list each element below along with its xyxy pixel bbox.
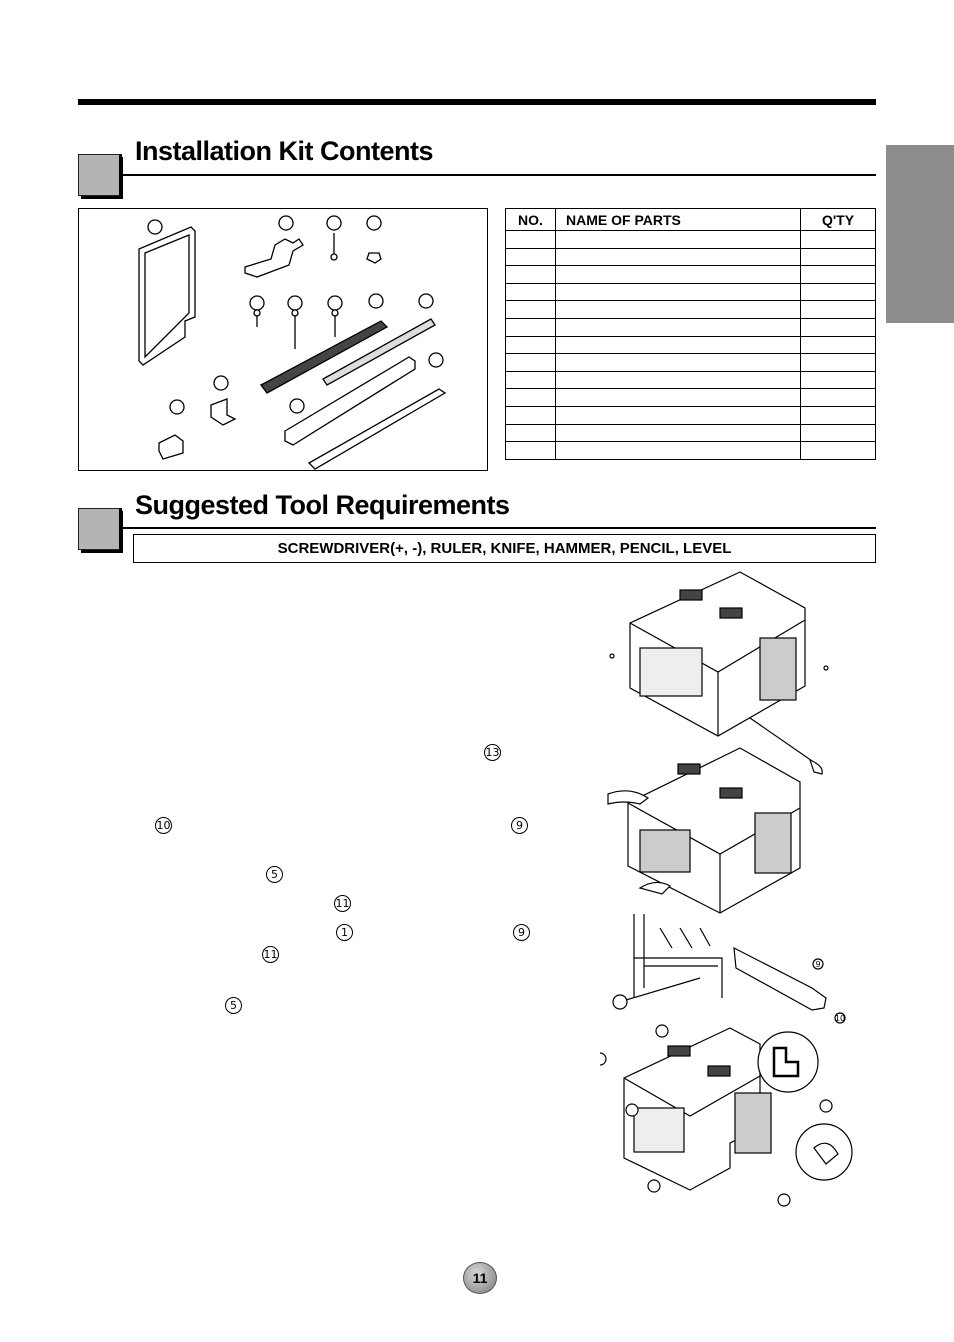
table-row	[505, 423, 876, 443]
cell-no	[505, 265, 556, 284]
section-vrule	[119, 508, 122, 550]
chapter-tab	[886, 145, 954, 323]
table-row	[505, 282, 876, 302]
cell-qty	[800, 388, 876, 407]
cell-no	[505, 370, 556, 390]
table-row	[505, 370, 876, 390]
cell-no	[505, 405, 556, 425]
step-marker: 9	[511, 817, 528, 834]
cell-name	[555, 247, 801, 267]
col-no: NO.	[505, 208, 556, 231]
cell-qty	[800, 353, 876, 372]
step-marker: 5	[266, 866, 283, 883]
step-marker: 10	[155, 817, 172, 834]
cell-no	[505, 388, 556, 407]
fig-label-10: 10	[835, 1014, 845, 1023]
kit-section-title: Installation Kit Contents	[135, 136, 434, 166]
cell-name	[555, 423, 801, 443]
kit-parts-drawing	[138, 215, 447, 470]
cell-no	[505, 441, 556, 460]
tools-section-title: Suggested Tool Requirements	[135, 490, 510, 520]
table-row	[505, 405, 876, 425]
cell-no	[505, 423, 556, 443]
fig-label-9: 9	[815, 960, 820, 969]
installation-illustration: 9 10	[600, 571, 853, 1207]
cell-name	[555, 441, 801, 460]
cell-qty	[800, 317, 876, 337]
table-row	[505, 441, 876, 460]
cell-qty	[800, 441, 876, 460]
cell-no	[505, 317, 556, 337]
step-marker: 5	[225, 997, 242, 1014]
cell-name	[555, 353, 801, 372]
cell-qty	[800, 370, 876, 390]
cell-name	[555, 300, 801, 319]
table-row	[505, 353, 876, 372]
cell-qty	[800, 265, 876, 284]
section-rule	[119, 527, 876, 529]
step-marker: 11	[334, 895, 351, 912]
cell-qty	[800, 282, 876, 302]
cell-no	[505, 247, 556, 267]
cell-name	[555, 317, 801, 337]
section-marker	[78, 508, 120, 550]
step-marker: 1	[336, 924, 353, 941]
step-marker: 9	[513, 924, 530, 941]
cell-qty	[800, 247, 876, 267]
cell-name	[555, 230, 801, 249]
top-rule	[78, 99, 876, 105]
step-marker: 11	[262, 946, 279, 963]
tools-list: SCREWDRIVER(+, -), RULER, KNIFE, HAMMER,…	[133, 534, 876, 563]
cell-name	[555, 265, 801, 284]
section-rule	[119, 174, 876, 176]
cell-qty	[800, 300, 876, 319]
table-row	[505, 265, 876, 284]
table-row	[505, 317, 876, 337]
cell-no	[505, 300, 556, 319]
cell-name	[555, 335, 801, 355]
table-row	[505, 388, 876, 407]
section-marker	[78, 154, 120, 196]
table-row	[505, 230, 876, 249]
cell-no	[505, 353, 556, 372]
cell-name	[555, 282, 801, 302]
cell-name	[555, 388, 801, 407]
cell-qty	[800, 335, 876, 355]
parts-table: NO. NAME OF PARTS Q'TY	[505, 208, 876, 460]
page-number: 11	[463, 1262, 497, 1294]
cell-no	[505, 335, 556, 355]
cell-no	[505, 282, 556, 302]
table-header-row: NO. NAME OF PARTS Q'TY	[505, 208, 876, 231]
cell-qty	[800, 230, 876, 249]
cell-qty	[800, 423, 876, 443]
table-row	[505, 300, 876, 319]
step-marker: 13	[484, 744, 501, 761]
cell-name	[555, 370, 801, 390]
table-row	[505, 335, 876, 355]
cell-no	[505, 230, 556, 249]
table-row	[505, 247, 876, 267]
col-name: NAME OF PARTS	[555, 208, 801, 231]
cell-qty	[800, 405, 876, 425]
col-qty: Q'TY	[800, 208, 876, 231]
cell-name	[555, 405, 801, 425]
kit-contents-illustration	[78, 208, 488, 471]
